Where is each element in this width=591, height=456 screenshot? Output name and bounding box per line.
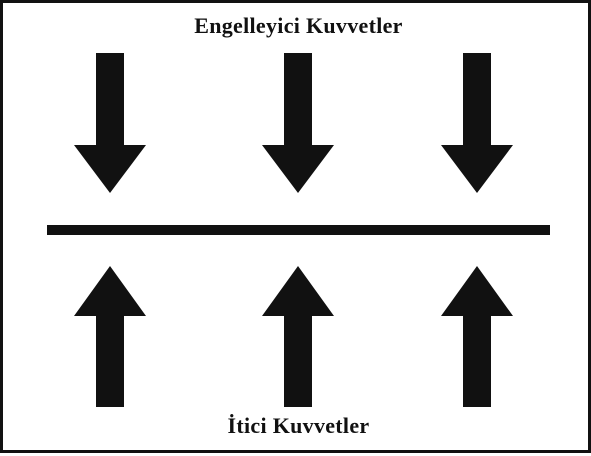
up-arrow-left-icon	[74, 266, 146, 407]
driving-forces-label: İtici Kuvvetler	[227, 413, 370, 438]
up-arrow-center-icon	[262, 266, 334, 407]
down-arrow-left-icon	[74, 53, 146, 193]
up-arrow-right-icon	[441, 266, 513, 407]
driving-arrows	[74, 266, 513, 407]
equilibrium-line	[47, 225, 550, 235]
down-arrow-center-icon	[262, 53, 334, 193]
restraining-forces-label: Engelleyici Kuvvetler	[194, 13, 403, 38]
down-arrow-right-icon	[441, 53, 513, 193]
restraining-arrows	[74, 53, 513, 193]
force-field-diagram	[47, 53, 550, 407]
